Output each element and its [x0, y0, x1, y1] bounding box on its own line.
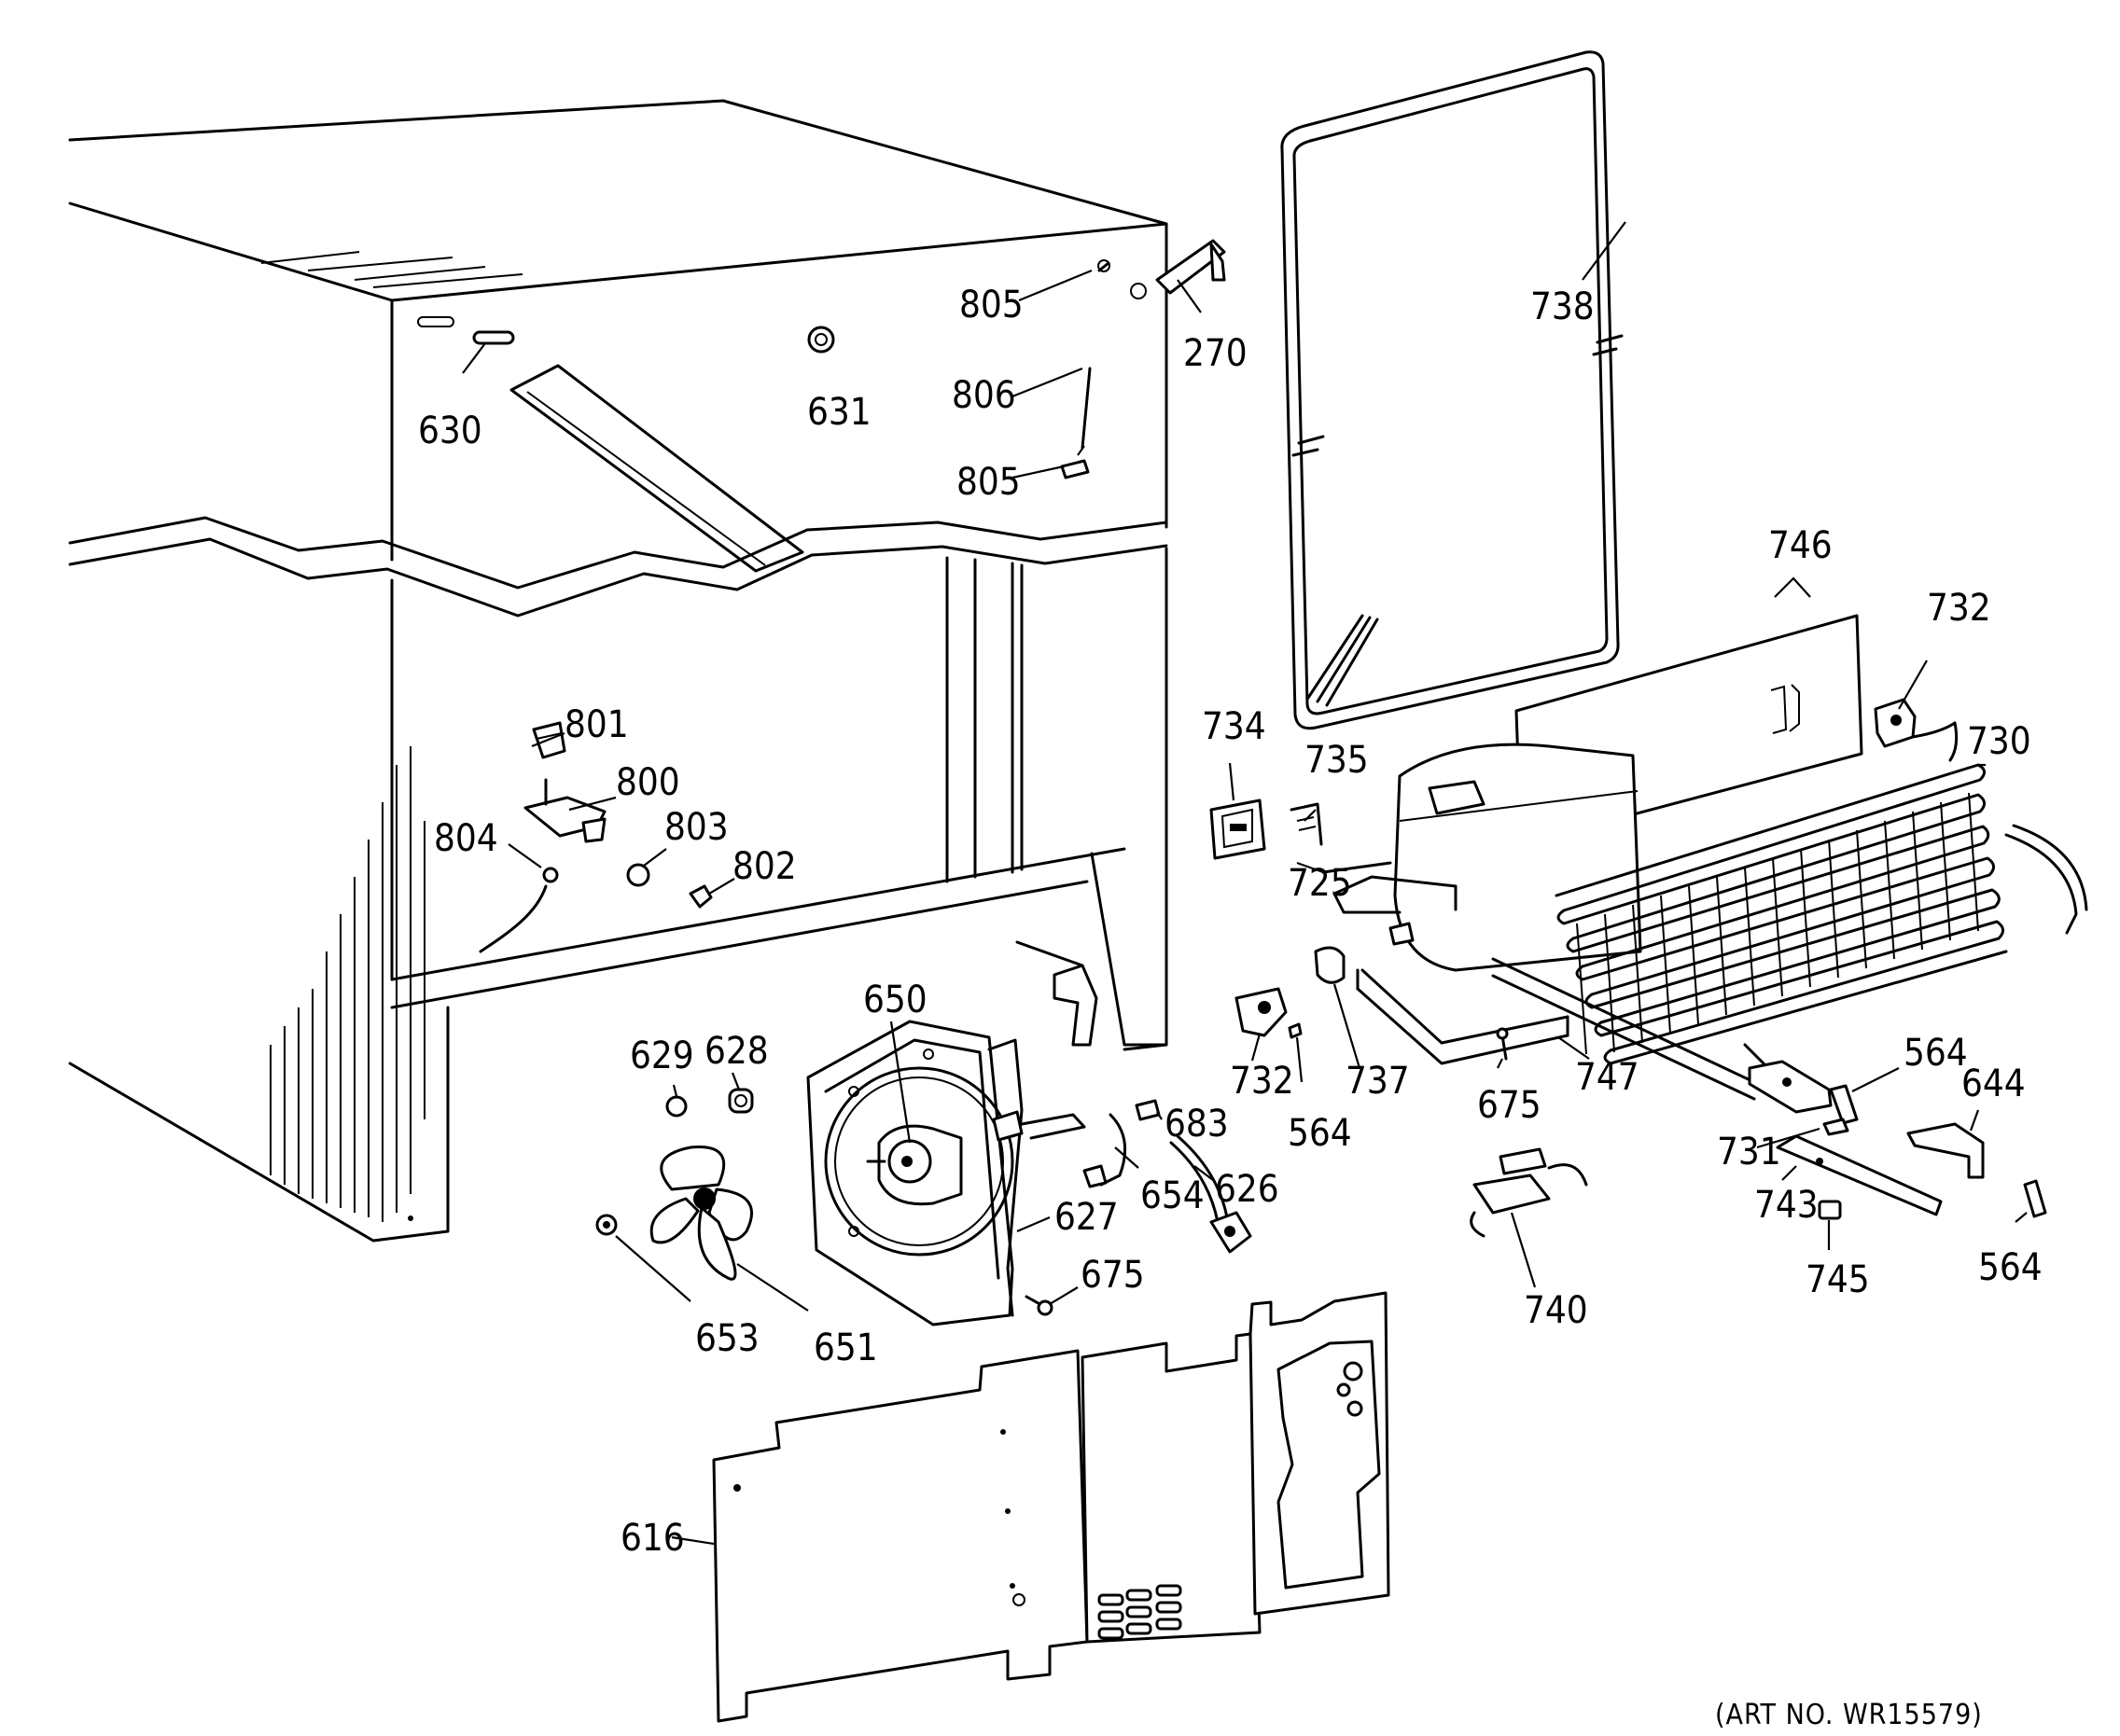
- part-label-626: 626: [1215, 1168, 1279, 1211]
- part-label-734: 734: [1202, 705, 1266, 748]
- part-label-800: 800: [616, 761, 680, 804]
- part-label-735: 735: [1304, 739, 1369, 782]
- part-label-616: 616: [621, 1517, 685, 1560]
- control-small-parts: [1234, 946, 2047, 1238]
- fan-assembly-drawing: [595, 940, 1252, 1326]
- cabinet-small-parts: [523, 239, 1226, 909]
- part-label-675-right: 675: [1477, 1084, 1541, 1127]
- part-label-654: 654: [1140, 1174, 1205, 1217]
- part-label-629: 629: [630, 1035, 694, 1077]
- part-label-564-right: 564: [1904, 1032, 1968, 1075]
- part-label-653: 653: [695, 1317, 760, 1360]
- part-labels: 630 631 805 806 805 270 738 746 732 730 …: [418, 284, 2043, 1560]
- part-label-270: 270: [1183, 332, 1248, 375]
- part-label-805-top: 805: [959, 284, 1024, 326]
- part-label-651: 651: [814, 1326, 878, 1369]
- part-label-732-top: 732: [1927, 587, 1991, 630]
- back-cover-vents: [1097, 1584, 1182, 1640]
- part-label-732-bottom: 732: [1230, 1060, 1294, 1103]
- part-label-738: 738: [1530, 285, 1595, 328]
- part-label-683: 683: [1165, 1103, 1229, 1146]
- part-label-737: 737: [1346, 1060, 1410, 1103]
- part-label-627: 627: [1054, 1196, 1119, 1239]
- part-label-743: 743: [1754, 1184, 1819, 1227]
- part-label-564-bottom: 564: [1978, 1246, 2043, 1289]
- part-label-731: 731: [1717, 1131, 1781, 1174]
- part-label-802: 802: [732, 845, 797, 888]
- part-label-631: 631: [807, 391, 872, 434]
- part-label-805-bottom: 805: [956, 461, 1021, 504]
- part-label-725: 725: [1288, 862, 1352, 905]
- condenser-coil: [1555, 721, 2088, 1065]
- part-label-803: 803: [664, 806, 729, 849]
- part-label-650: 650: [863, 979, 928, 1021]
- part-label-630: 630: [418, 410, 482, 452]
- part-label-564-left: 564: [1288, 1112, 1352, 1155]
- part-label-675-fan: 675: [1081, 1254, 1145, 1297]
- cabinet-drawing: [68, 99, 1168, 1243]
- part-label-740: 740: [1524, 1289, 1588, 1332]
- part-label-747: 747: [1575, 1056, 1639, 1099]
- leader-lines: [462, 221, 2028, 1546]
- part-label-746: 746: [1768, 524, 1833, 567]
- door-gasket-drawing: [1280, 50, 1624, 730]
- part-label-745: 745: [1806, 1258, 1870, 1301]
- part-label-801: 801: [565, 703, 629, 746]
- back-cover-drawing: [712, 1291, 1390, 1723]
- part-label-628: 628: [704, 1030, 769, 1073]
- art-number: (ART NO. WR15579): [1715, 1699, 1983, 1731]
- part-label-804: 804: [434, 817, 498, 860]
- part-label-806: 806: [952, 374, 1016, 417]
- part-label-730: 730: [1967, 720, 2031, 763]
- part-label-644: 644: [1961, 1062, 2026, 1105]
- compressor-condenser-drawing: [1209, 614, 2088, 1101]
